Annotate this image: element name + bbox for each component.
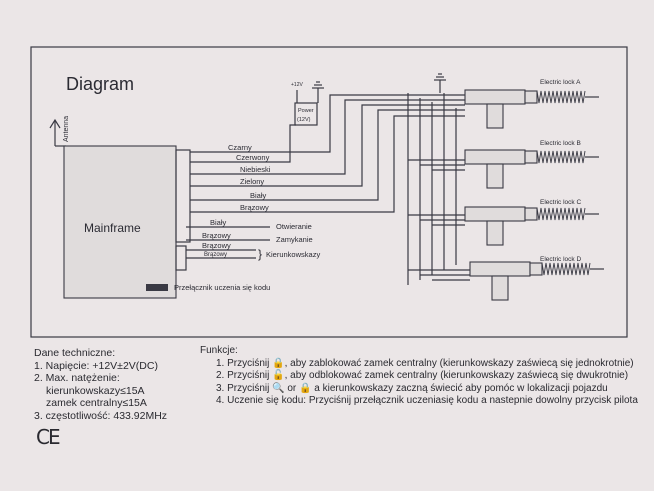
wire-target-label: Zamykanie (276, 235, 313, 244)
electric-lock: Electric lock C (464, 199, 599, 246)
functions-heading: Funkcje: (200, 345, 238, 356)
antenna-label: Antenna (63, 116, 70, 142)
lock-body (469, 261, 531, 277)
brace-symbol: } (258, 247, 262, 261)
ground-icon-locks (434, 73, 446, 93)
function-item: 4. Uczenie się kodu: Przyciśnij przełącz… (216, 395, 638, 406)
lock-label: Electric lock C (540, 199, 581, 206)
wire-label: Niebieski (240, 165, 271, 174)
lock-body (464, 89, 526, 105)
lock-collar (524, 150, 538, 164)
lock-spring (541, 262, 591, 276)
ground-icon (312, 81, 324, 103)
tech-specs: Dane techniczne: 1. Napięcie: +12V±2V(DC… (34, 347, 224, 422)
lock-label: Electric lock A (540, 79, 581, 86)
wire-label: Biały (210, 218, 227, 227)
tech-line: kierunkowskazy≤15A (46, 384, 145, 397)
lock-spring (536, 207, 586, 221)
diagram-frame (30, 46, 628, 338)
learn-switch (146, 284, 168, 291)
wire-label: Biały (250, 191, 267, 200)
lock-label: Electric lock D (540, 256, 581, 263)
turn-signal-label: Kierunkowskazy (266, 250, 320, 259)
lock-motor (486, 163, 504, 189)
tech-heading: Dane techniczne: (34, 347, 116, 359)
tech-line: 2. Max. natężenie: (34, 372, 120, 384)
wiring-diagram: Diagram Antenna Mainframe Przełącznik uc… (30, 46, 628, 338)
electric-lock: Electric lock A (464, 79, 599, 129)
power-box (294, 102, 318, 126)
mainframe-label: Mainframe (84, 221, 141, 235)
mainframe-box (63, 145, 177, 299)
wire-label: Brązowy (240, 203, 269, 212)
lock-motor (486, 220, 504, 246)
lock-collar (524, 90, 538, 104)
wire-label: Brązowy (204, 252, 227, 258)
electric-lock: Electric lock B (464, 140, 599, 189)
lock-collar (524, 207, 538, 221)
tech-line: 1. Napięcie: +12V±2V(DC) (34, 359, 158, 372)
functions-list: Funkcje: 1. Przyciśnij 🔒, aby zablokować… (200, 345, 640, 408)
electric-lock: Electric lock D (469, 256, 604, 301)
lock-body (464, 149, 526, 165)
ce-mark: CE (36, 425, 61, 449)
lock-collar (529, 262, 543, 276)
bottom-section: Dane techniczne: 1. Napięcie: +12V±2V(DC… (30, 345, 640, 485)
function-item: 1. Przyciśnij 🔒, aby zablokować zamek ce… (216, 357, 634, 369)
lock-spring (536, 150, 586, 164)
lock-group: Electric lock A Electric lock B Electric l… (464, 79, 604, 301)
tech-line: 3. częstotliwość: 433.92MHz (34, 409, 168, 422)
function-item: 2. Przyciśnij 🔓, aby odblokować zamek ce… (216, 370, 629, 381)
wire-label: Zielony (240, 177, 264, 186)
function-item: 3. Przyciśnij 🔍 or 🔒 a kierunkowskazy za… (216, 382, 608, 394)
connector-block-upper (175, 149, 191, 243)
wire-target-label: Otwieranie (276, 222, 312, 231)
lock-spring (536, 90, 586, 104)
lock-body (464, 206, 526, 222)
connector-block-lower (175, 245, 187, 271)
learn-switch-label: Przełącznik uczenia się kodu (174, 283, 270, 292)
lock-motor (486, 103, 504, 129)
diagram-title: Diagram (66, 74, 134, 94)
power-voltage: (12V) (297, 117, 311, 123)
wire-label: Brązowy (202, 231, 231, 240)
wire-label: Czarny (228, 143, 252, 152)
antenna-icon (49, 118, 61, 146)
lock-label: Electric lock B (540, 140, 581, 147)
wire-label: Brązowy (202, 241, 231, 250)
wire-label: Czerwony (236, 153, 270, 162)
power-plus-label: +12V (291, 82, 303, 88)
wire-group-main: CzarnyCzerwonyNiebieskiZielonyBiałyBrązo… (228, 143, 271, 212)
lock-motor (491, 275, 509, 301)
power-label: Power (298, 108, 314, 114)
tech-line: zamek centralny≤15A (46, 397, 147, 409)
wire-bus (190, 93, 470, 285)
